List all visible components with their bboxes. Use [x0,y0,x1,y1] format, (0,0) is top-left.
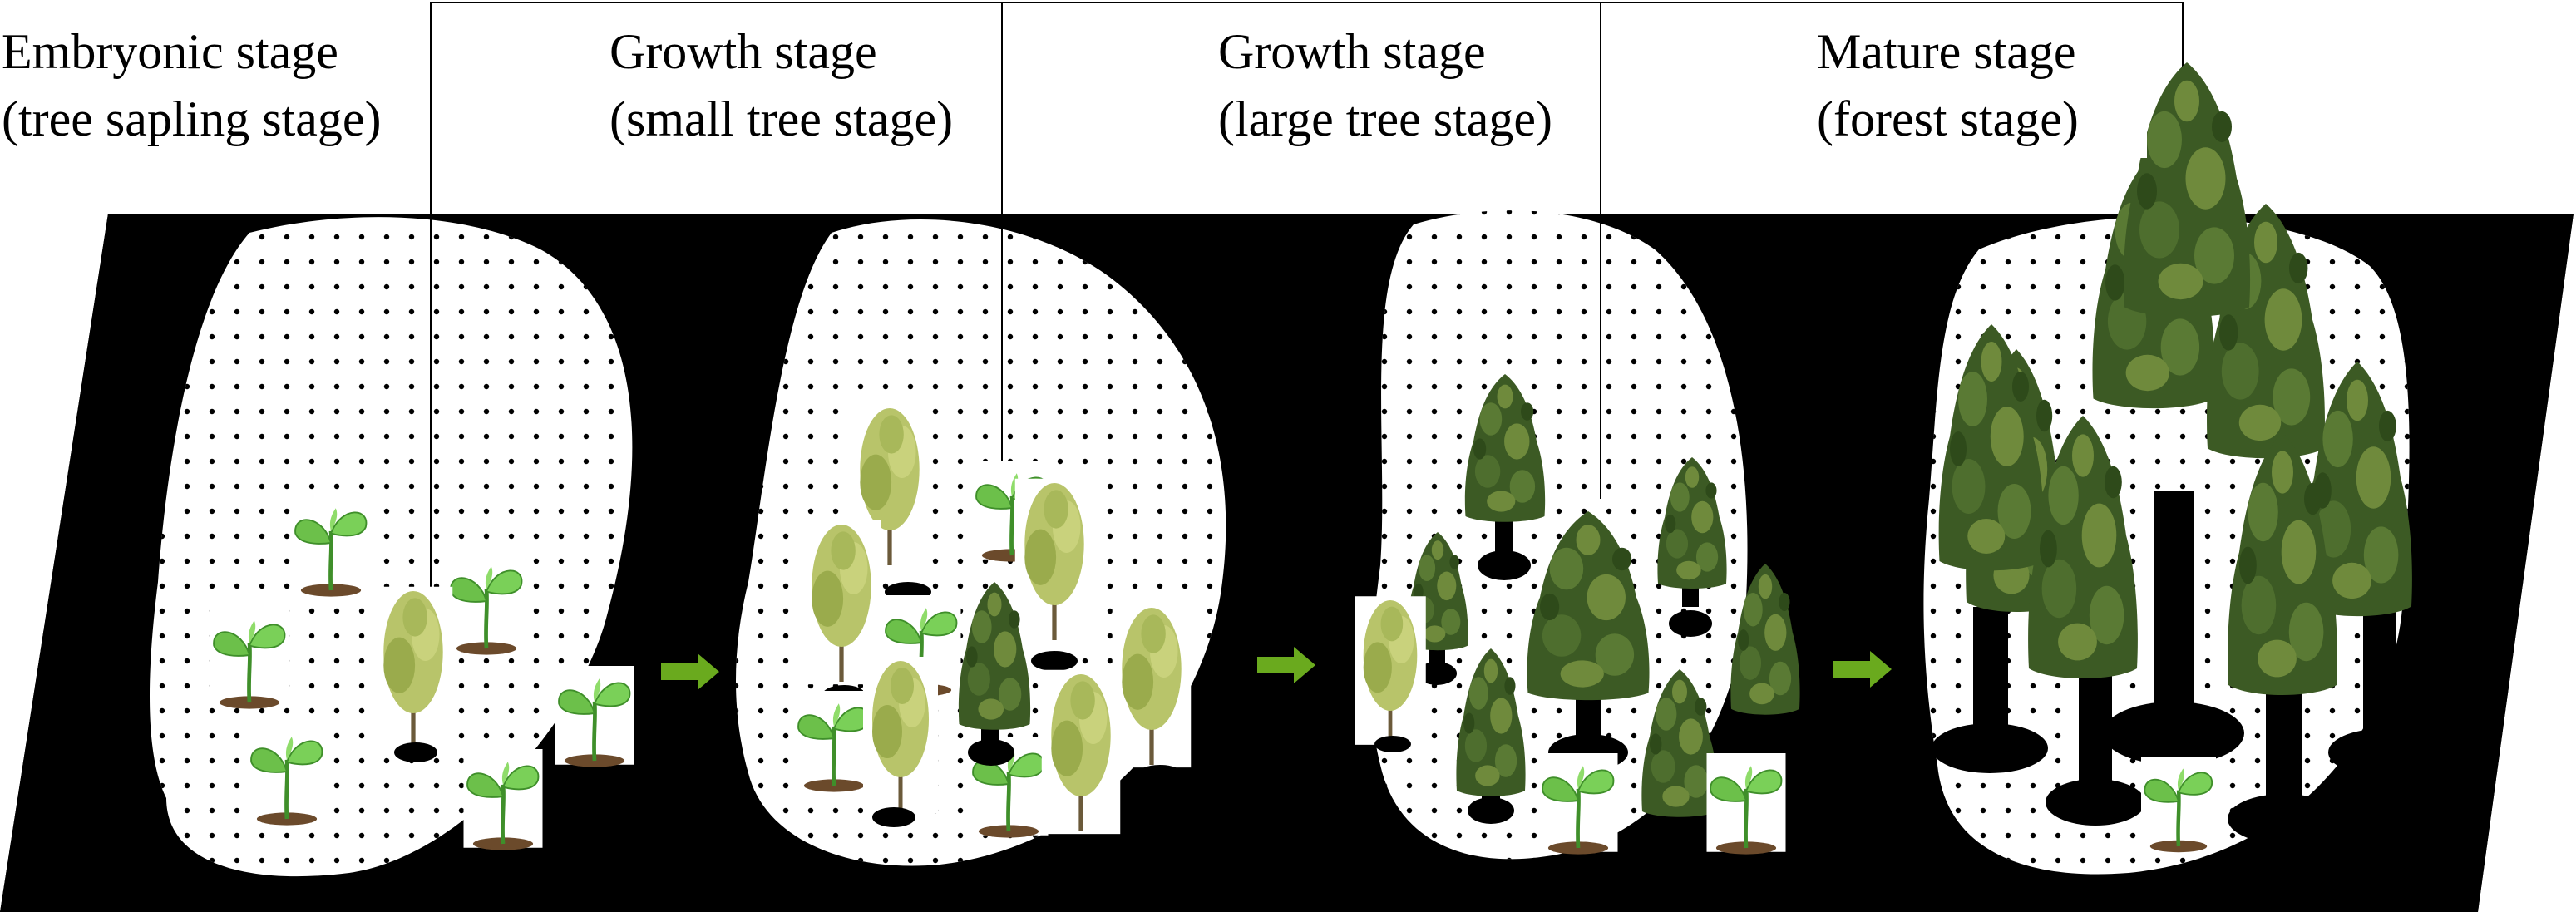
stage-label-1: Embryonic stage (tree sapling stage) [0,17,424,158]
trunk-base [394,742,437,762]
patch-1 [150,217,633,877]
stage-1-plants [210,495,634,850]
seedling-icon [1539,753,1618,855]
stage-label-3: Growth stage (large tree stage) [1216,17,1598,158]
sapling-icon [374,587,453,751]
stage-2-plants [795,404,1192,858]
seedling-icon [1707,753,1786,855]
stage-subtitle: (small tree stage) [609,91,953,146]
seedling-icon [292,495,371,597]
seedling-icon [464,749,543,850]
tree-icon [1456,648,1526,824]
stage-label-2: Growth stage (small tree stage) [607,17,998,158]
stage-title: Embryonic stage [2,24,338,79]
seedling-icon [2141,757,2216,852]
stage-4-plants [1932,62,2431,852]
stage-3-plants [1355,374,1800,855]
seedling-icon [210,608,289,709]
sapling-icon [863,657,938,813]
seedling-icon [795,691,874,792]
tree-icon [1407,532,1468,685]
tree-icon [1641,669,1718,849]
stage-title: Growth stage [609,24,877,79]
stage-subtitle: (large tree stage) [1218,91,1552,146]
seedling-icon [555,666,634,767]
sapling-icon [1042,670,1121,834]
stage-title: Mature stage [1817,24,2076,79]
seedling-icon [248,724,327,826]
tree-icon [1657,457,1727,637]
stage-connectors [430,2,2184,632]
sapling-icon [1355,596,1426,745]
stage-subtitle: (tree sapling stage) [2,91,381,146]
patch-3 [1370,210,1748,860]
seedling-icon [447,554,526,655]
tree-icon [958,582,1031,766]
sapling-icon [1015,479,1094,643]
stage-label-4: Mature stage (forest stage) [1814,17,2147,158]
tree-icon [1464,374,1546,580]
stage-title: Growth stage [1218,24,1486,79]
stage-subtitle: (forest stage) [1817,91,2079,146]
sapling-icon [1113,604,1192,767]
